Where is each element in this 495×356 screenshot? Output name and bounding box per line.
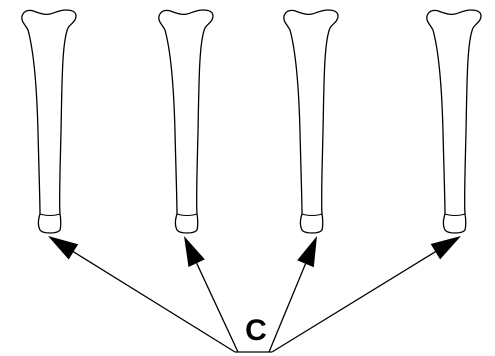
bones-group (21, 9, 482, 234)
arrow-line-2 (196, 262, 239, 353)
arrows-group (48, 236, 461, 353)
bone-3 (283, 9, 339, 234)
diagram-label: C (245, 314, 267, 347)
arrow-line-4 (271, 251, 436, 353)
arrowhead-2 (184, 236, 205, 267)
arrow-line-1 (73, 251, 236, 353)
arrowhead-4 (430, 236, 461, 260)
bone-2 (158, 9, 214, 234)
bone-1 (21, 9, 77, 234)
arrowhead-3 (297, 236, 317, 268)
arrow-line-3 (268, 263, 307, 353)
bone-4 (426, 9, 482, 234)
arrowhead-1 (48, 236, 79, 260)
